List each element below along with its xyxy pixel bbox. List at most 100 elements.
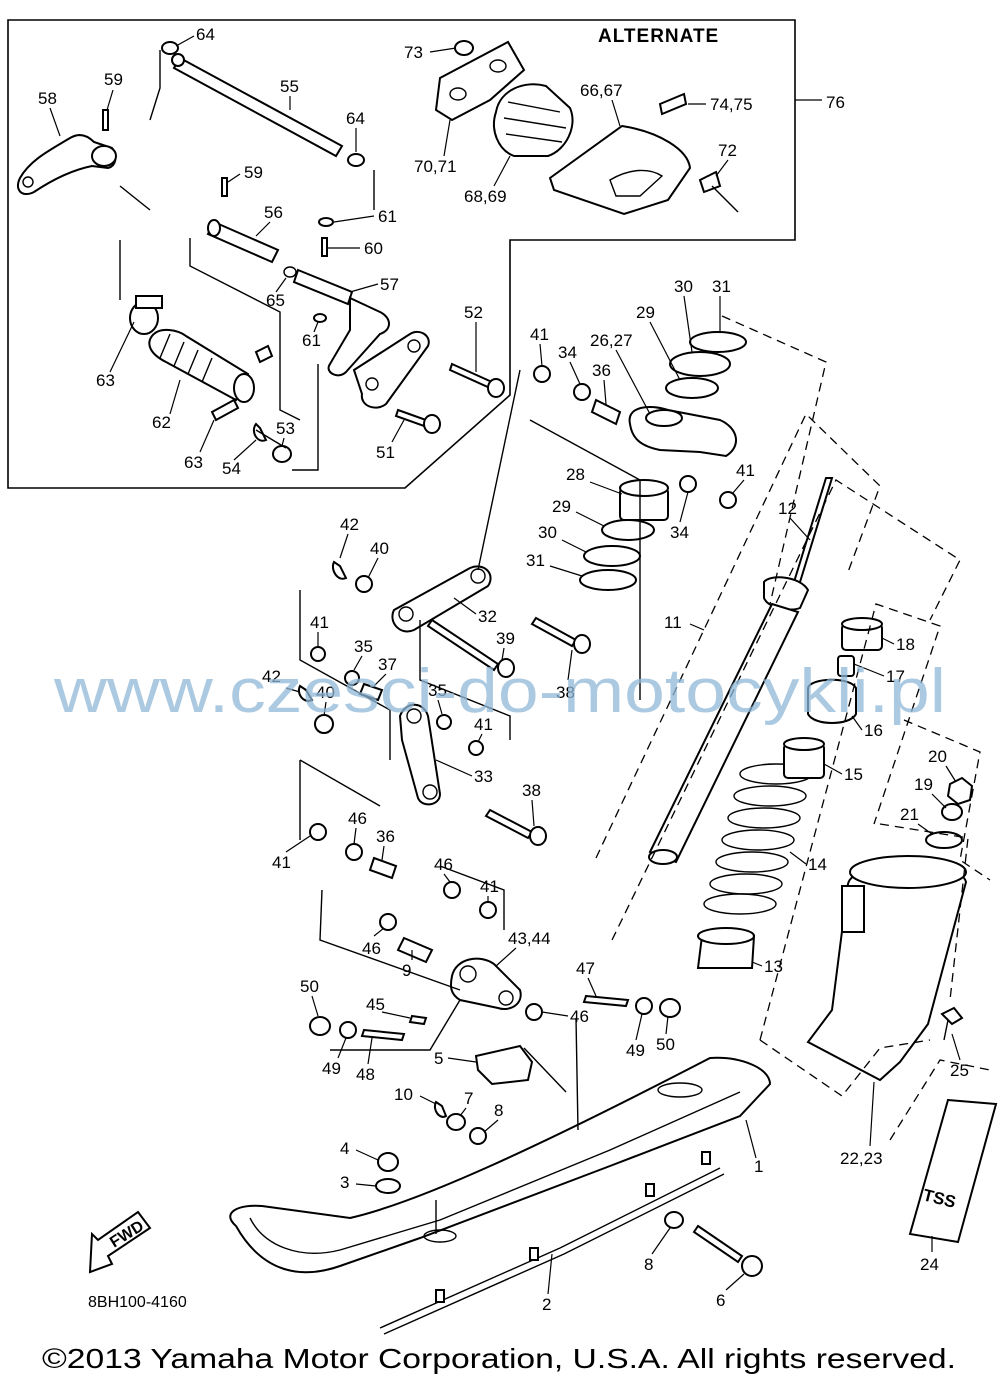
callout-16: 16	[864, 721, 883, 740]
callout-31a: 31	[712, 277, 731, 296]
callout-41d: 41	[474, 715, 493, 734]
callout-36b: 36	[376, 827, 395, 846]
part-48-stud	[360, 1028, 406, 1042]
callout-53: 53	[276, 419, 295, 438]
callout-31b: 31	[526, 551, 545, 570]
part-22-23-shock-body	[806, 855, 968, 1082]
part-68-69-boot	[493, 83, 574, 157]
callout-41e: 41	[272, 853, 291, 872]
part-34-bushing-b	[679, 475, 697, 493]
part-46-bushing-d	[525, 1003, 543, 1021]
callout-62: 62	[152, 413, 171, 432]
callout-34b: 34	[670, 523, 689, 542]
part-42-clip-b	[298, 684, 314, 702]
callout-41a: 41	[530, 325, 549, 344]
part-37-collar	[358, 682, 384, 702]
part-74-75-clip	[658, 92, 688, 116]
part-4-nut	[377, 1152, 399, 1172]
copyright-notice: ©2013 Yamaha Motor Corporation, U.S.A. A…	[42, 1343, 956, 1374]
part-35-bushing-b	[436, 714, 452, 730]
part-39-bolt	[426, 618, 515, 678]
callout-17: 17	[886, 667, 905, 686]
callout-7: 7	[464, 1089, 473, 1108]
callout-76: 76	[826, 93, 845, 112]
part-64-washer-b	[347, 153, 365, 167]
watermark: www.czesci-do-motocykli.pl	[53, 657, 946, 726]
callout-46a: 46	[348, 809, 367, 828]
callout-49b: 49	[626, 1041, 645, 1060]
callout-29a: 29	[636, 303, 655, 322]
callout-50a: 50	[300, 977, 319, 996]
part-41-washer-b	[719, 491, 737, 509]
part-18-bushing	[841, 617, 883, 651]
part-20-nut	[946, 776, 974, 806]
part-24-decal: TSS	[908, 1098, 998, 1244]
callout-57: 57	[380, 275, 399, 294]
callout-46c: 46	[362, 939, 381, 958]
part-51-bolt	[394, 408, 441, 434]
callout-14: 14	[808, 855, 827, 874]
part-19-collar	[941, 803, 963, 821]
callout-4: 4	[340, 1139, 349, 1158]
callout-43-44: 43,44	[508, 929, 551, 948]
part-14-spring	[703, 763, 813, 915]
part-15-bump-stop	[783, 737, 825, 779]
part-8-washer-a	[469, 1127, 487, 1145]
callout-22-23: 22,23	[840, 1149, 883, 1168]
part-28-collar	[619, 479, 669, 521]
part-34-bushing-a	[573, 383, 591, 401]
callout-56: 56	[264, 203, 283, 222]
callout-50b: 50	[656, 1035, 675, 1054]
callout-45: 45	[366, 995, 385, 1014]
callout-19: 19	[914, 775, 933, 794]
callout-33: 33	[474, 767, 493, 786]
part-26-27-bracket	[628, 406, 737, 458]
part-29-spacer-top	[665, 377, 719, 399]
callout-10: 10	[394, 1085, 413, 1104]
part-41-washer-a	[533, 365, 551, 383]
part-41-washer-f	[479, 901, 497, 919]
callout-46b: 46	[434, 855, 453, 874]
part-59-pin-a	[102, 109, 109, 131]
callout-29b: 29	[552, 497, 571, 516]
callout-40a: 40	[370, 539, 389, 558]
part-58-arm	[16, 134, 117, 196]
callout-41f: 41	[480, 877, 499, 896]
callout-9: 9	[402, 961, 411, 980]
callout-26-27: 26,27	[590, 331, 633, 350]
part-47-stud	[582, 994, 630, 1008]
part-9-collar	[396, 936, 434, 964]
diagram-code: 8BH100-4160	[88, 1294, 187, 1311]
part-42-clip-a	[332, 560, 348, 580]
part-8-washer-b	[664, 1211, 684, 1229]
part-29-spacer-mid	[601, 519, 655, 541]
part-46-bushing-b	[443, 881, 461, 899]
callout-59a: 59	[104, 70, 123, 89]
part-38-bolt-a	[530, 616, 591, 654]
part-45-pin	[408, 1014, 428, 1026]
callout-70-71: 70,71	[414, 157, 457, 176]
part-33-link	[398, 703, 442, 806]
callout-52: 52	[464, 303, 483, 322]
callout-59b: 59	[244, 163, 263, 182]
part-21-washer	[925, 831, 963, 849]
callout-58: 58	[38, 89, 57, 108]
callout-42b: 42	[262, 667, 281, 686]
part-61-ring-a	[318, 217, 334, 227]
part-link-inset	[352, 330, 430, 409]
callout-6: 6	[716, 1291, 725, 1310]
part-31-seat-top	[689, 331, 747, 353]
callout-37: 37	[378, 655, 397, 674]
callout-54: 54	[222, 459, 241, 478]
part-61-ring-b	[313, 313, 327, 323]
callout-21: 21	[900, 805, 919, 824]
callout-68-69: 68,69	[464, 187, 507, 206]
part-49-washer-b	[635, 997, 653, 1015]
part-56-shaft	[206, 219, 280, 264]
part-50-nut-b	[659, 998, 681, 1018]
part-60-pin	[321, 237, 328, 257]
part-62-boot	[148, 329, 274, 403]
callout-15: 15	[844, 765, 863, 784]
part-55-shaft	[171, 53, 344, 158]
